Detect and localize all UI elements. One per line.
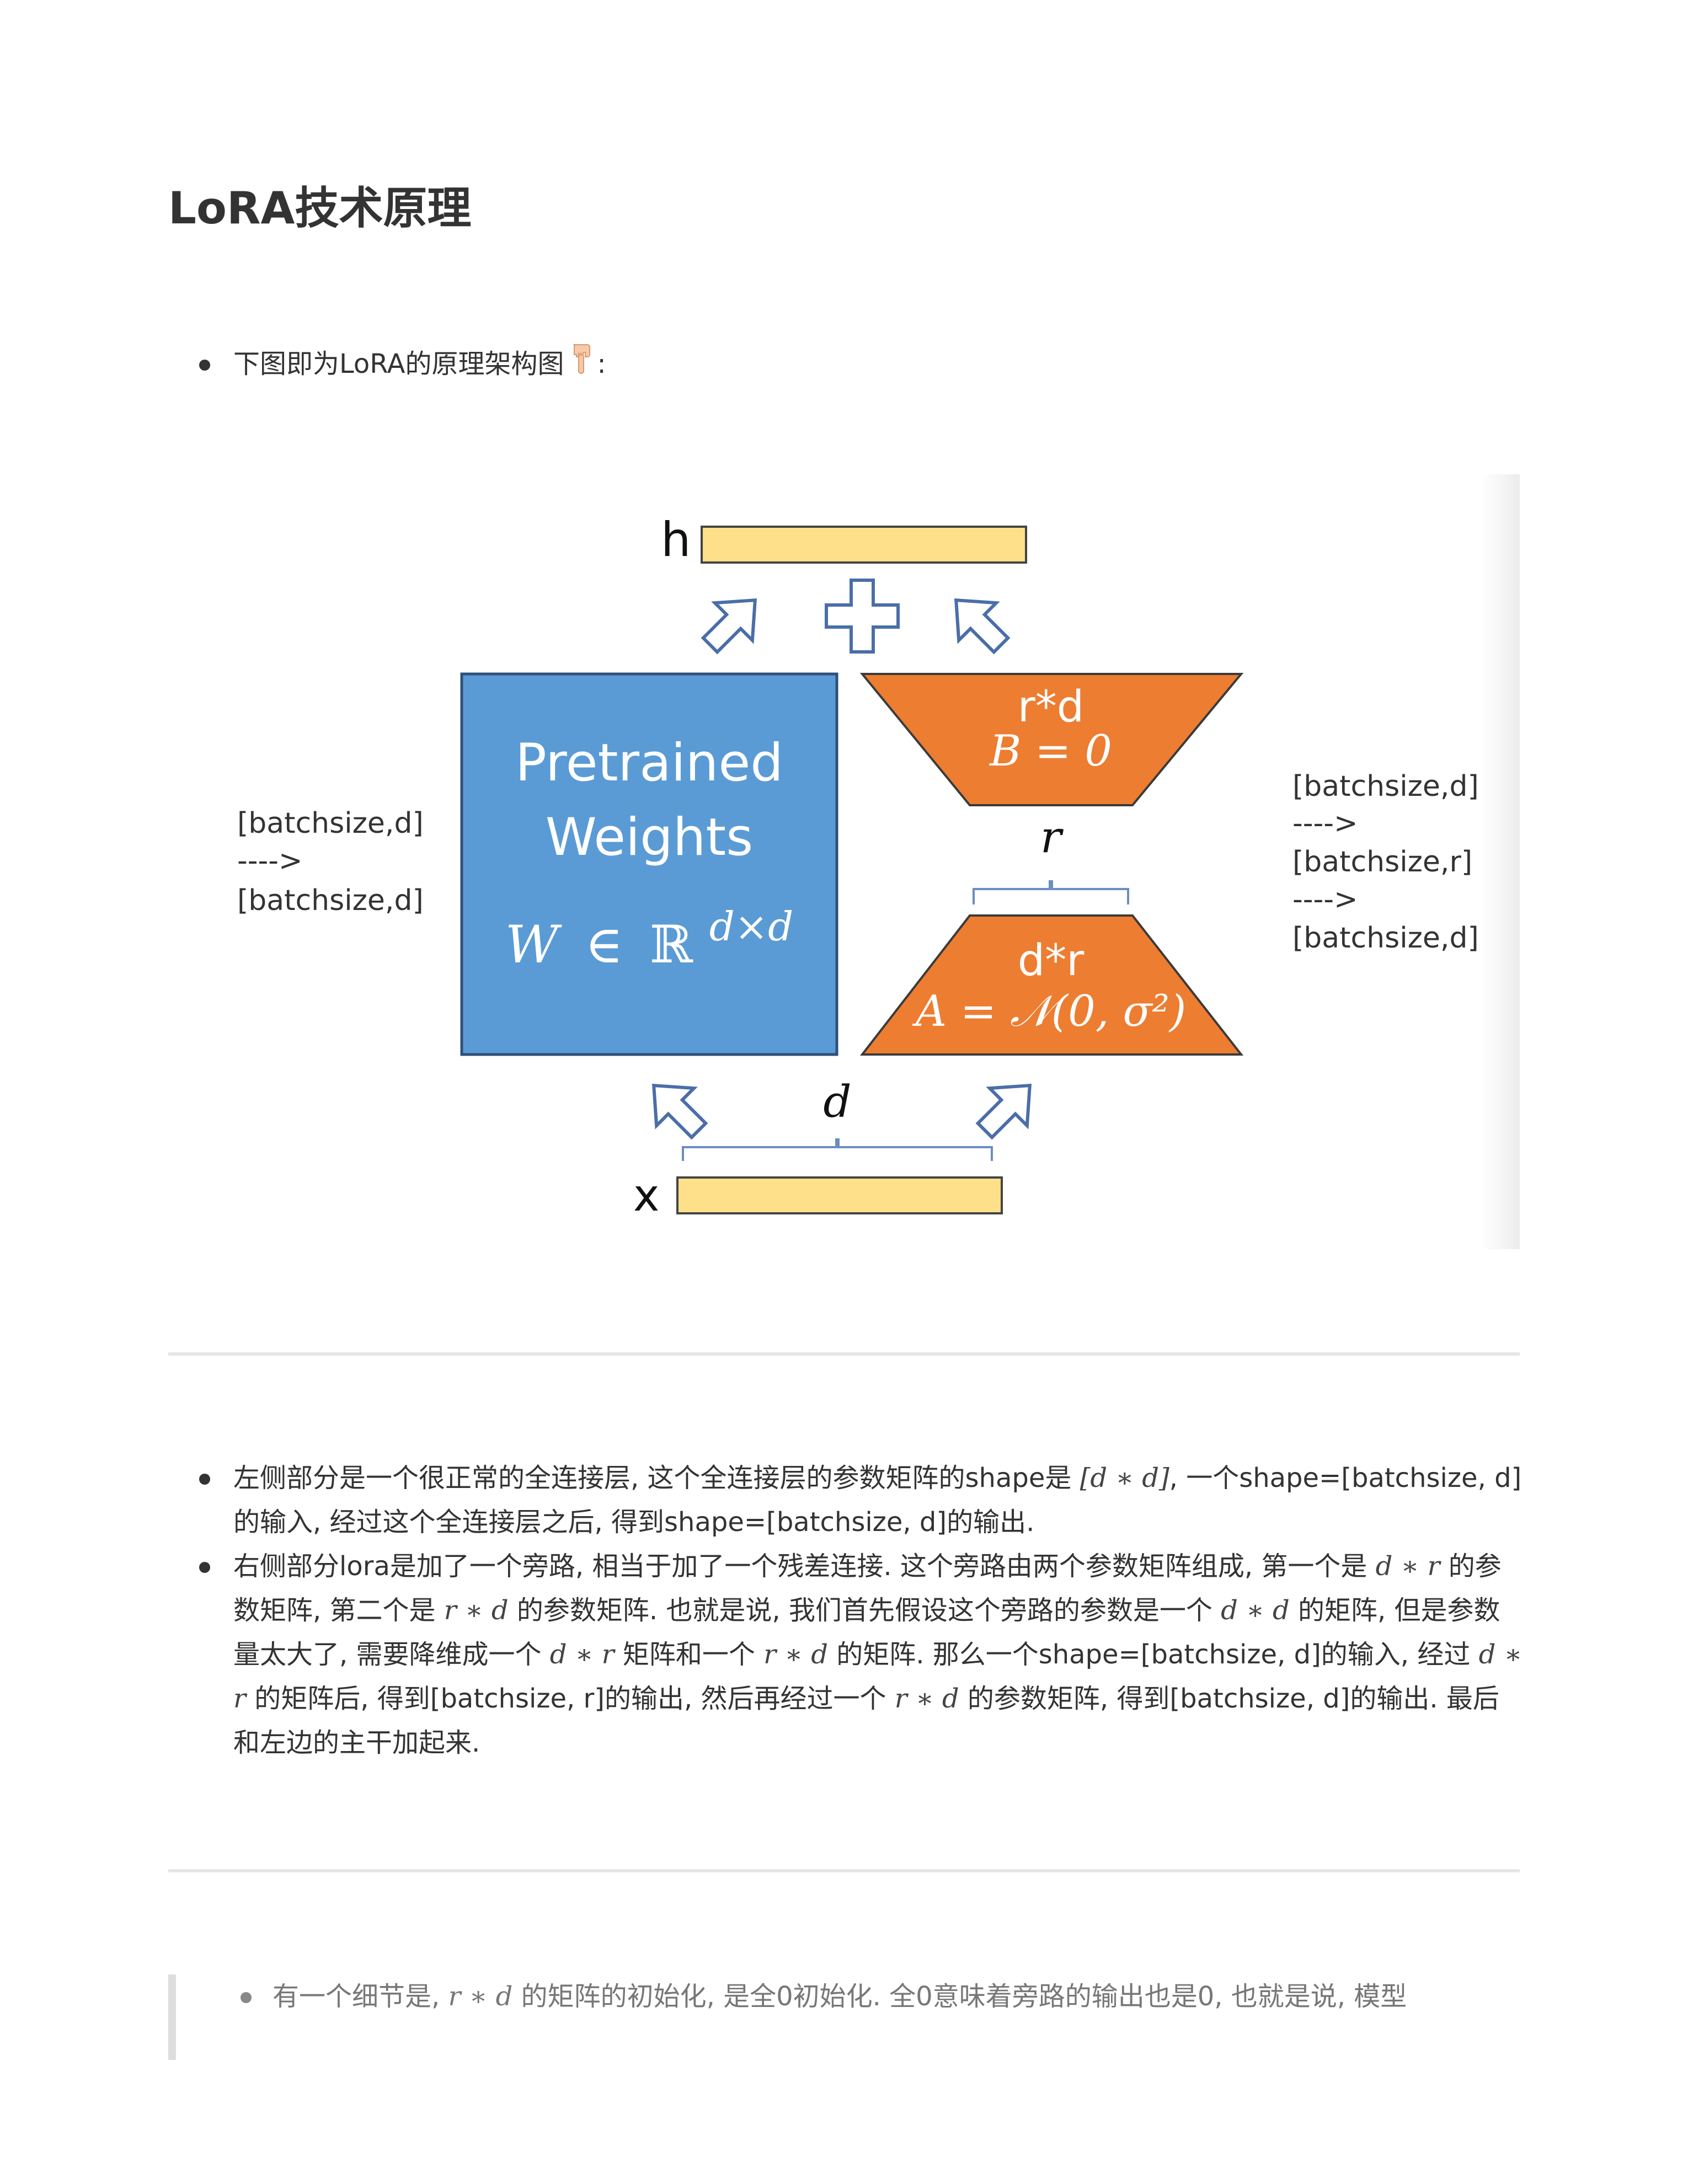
divider-2 (168, 1869, 1520, 1872)
desc2-text8: 的参数矩阵, 得到[batchsize, d]的输出. 最后和左边的主干加起来. (233, 1683, 1499, 1758)
blockquote-bar (168, 1974, 176, 2060)
left-note-line1: [batchsize,d] (237, 807, 424, 840)
x-input-bar (676, 1176, 1003, 1214)
description-list: 左侧部分是一个很正常的全连接层, 这个全连接层的参数矩阵的shape是 [d ∗… (190, 1456, 1525, 1765)
weight-R: ℝ (650, 915, 693, 975)
desc2-math3: d ∗ d (1221, 1595, 1290, 1626)
lora-diagram-svg: h Pretrained Weights W ∈ ℝ d×d r*d (237, 512, 1479, 1221)
quote-text1: 有一个细节是, (273, 1981, 448, 2012)
arrow-pretrained-to-h-icon (701, 598, 757, 655)
x-label: x (633, 1170, 659, 1221)
right-note-line4: ----> (1292, 883, 1358, 916)
weight-exp: d×d (709, 903, 794, 950)
r-label: r (1040, 811, 1064, 863)
a-equation: A = 𝒩(0, σ²) (912, 987, 1187, 1036)
r-brace (973, 880, 1129, 904)
desc2-text4: 的矩阵, 但是参数量太大了, 需要降维成一个 (233, 1595, 1500, 1670)
b-dims: r*d (1018, 682, 1085, 732)
b-equation: B = 0 (989, 726, 1112, 776)
weight-formula: W ∈ ℝ d×d (505, 903, 794, 975)
desc1-math1: [d ∗ d] (1080, 1463, 1169, 1494)
desc2-text7: 的矩阵后, 得到[batchsize, r]的输出, 然后再经过一个 (245, 1683, 895, 1714)
left-shape-note: [batchsize,d] ----> [batchsize,d] (237, 807, 424, 917)
desc2-text1: 右侧部分lora是加了一个旁路, 相当于加了一个残差连接. 这个旁路由两个参数矩… (233, 1551, 1376, 1582)
right-shape-note: [batchsize,d] ----> [batchsize,r] ----> … (1292, 770, 1479, 955)
lora-architecture-diagram: h Pretrained Weights W ∈ ℝ d×d r*d (171, 474, 1520, 1249)
desc2-text5: 矩阵和一个 (614, 1639, 764, 1670)
desc-item-left: 左侧部分是一个很正常的全连接层, 这个全连接层的参数矩阵的shape是 [d ∗… (190, 1456, 1525, 1544)
lora-b-trapezoid (859, 673, 1244, 806)
arrow-x-to-pretrained-icon (651, 1083, 708, 1140)
d-brace (682, 1138, 993, 1161)
desc2-math5: r ∗ d (763, 1639, 828, 1670)
intro-text: 下图即为LoRA的原理架构图 (233, 349, 564, 379)
h-output-bar (701, 526, 1027, 564)
intro-item: 下图即为LoRA的原理架构图 : (190, 342, 1525, 389)
desc2-text2: 的参数矩阵, 第二个是 (233, 1551, 1502, 1626)
pretrained-weights-box (460, 672, 838, 1056)
arrow-lora-to-h-icon (954, 598, 1011, 655)
desc-item-right: 右侧部分lora是加了一个旁路, 相当于加了一个残差连接. 这个旁路由两个参数矩… (190, 1544, 1525, 1765)
desc2-math7: r ∗ d (894, 1683, 959, 1714)
quote-list: 有一个细节是, r ∗ d 的矩阵的初始化, 是全0初始化. 全0意味着旁路的输… (233, 1974, 1502, 2019)
desc1-text1: 左侧部分是一个很正常的全连接层, 这个全连接层的参数矩阵的shape是 (233, 1463, 1080, 1494)
desc2-math1: d ∗ r (1375, 1551, 1440, 1582)
d-label: d (823, 1076, 851, 1127)
plus-icon (825, 579, 900, 654)
quote-text2: 的矩阵的初始化, 是全0初始化. 全0意味着旁路的输出也是0, 也就是说, 模型 (512, 1981, 1407, 2012)
weight-in: ∈ (585, 915, 623, 975)
arrow-x-to-lora-icon (975, 1083, 1032, 1140)
right-note-line5: [batchsize,d] (1292, 922, 1479, 955)
divider-1 (168, 1352, 1520, 1356)
desc2-text6: 的矩阵. 那么一个shape=[batchsize, d]的输入, 经过 (827, 1639, 1479, 1670)
right-note-line2: ----> (1292, 807, 1358, 840)
desc1-text2: , 一个shape=[batchsize, d]的输入, 经过这个全连接层之后,… (233, 1463, 1522, 1538)
quote-item: 有一个细节是, r ∗ d 的矩阵的初始化, 是全0初始化. 全0意味着旁路的输… (233, 1974, 1502, 2019)
pretrained-line1: Pretrained (515, 733, 783, 793)
desc2-math6: d ∗ r (233, 1639, 1523, 1714)
desc2-text3: 的参数矩阵. 也就是说, 我们首先假设这个旁路的参数是一个 (508, 1595, 1221, 1626)
right-note-line1: [batchsize,d] (1292, 770, 1479, 803)
lora-a-trapezoid (859, 914, 1244, 1056)
weight-W: W (505, 915, 562, 975)
figure-edge-shade (1481, 474, 1520, 1249)
left-note-line2: ----> (237, 844, 303, 877)
desc2-math2: r ∗ d (444, 1595, 509, 1626)
intro-list: 下图即为LoRA的原理架构图 : (190, 342, 1525, 389)
backhand-index-pointing-down-icon (568, 342, 594, 389)
intro-suffix: : (597, 349, 606, 379)
page-title: LoRA技术原理 (168, 183, 472, 234)
right-note-line3: [batchsize,r] (1292, 845, 1472, 879)
pretrained-line2: Weights (546, 807, 753, 868)
a-dims: d*r (1018, 936, 1085, 986)
left-note-line3: [batchsize,d] (237, 884, 424, 917)
desc2-math4: d ∗ r (549, 1639, 615, 1670)
h-label: h (661, 512, 691, 568)
blockquote: 有一个细节是, r ∗ d 的矩阵的初始化, 是全0初始化. 全0意味着旁路的输… (168, 1974, 1520, 2060)
quote-math1: r ∗ d (448, 1981, 513, 2012)
